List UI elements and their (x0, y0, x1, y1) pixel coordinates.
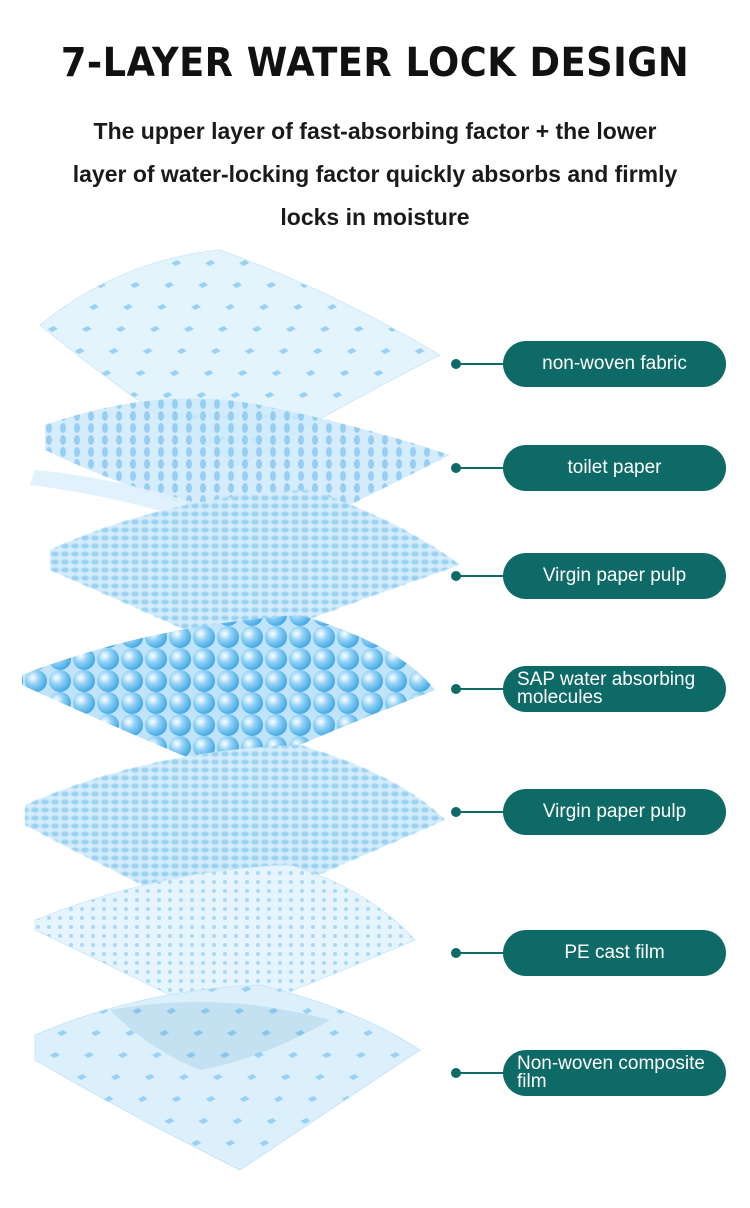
connector-4 (451, 683, 511, 695)
connector-2 (451, 462, 511, 474)
layer-pe-cast-film (34, 864, 416, 1021)
label-pe-cast-film: PE cast film (503, 930, 726, 976)
page-subtitle: The upper layer of fast-absorbing factor… (72, 118, 678, 230)
layer-virgin-paper-pulp-2 (25, 745, 445, 920)
connector-6 (451, 947, 511, 959)
layer-virgin-paper-pulp-1 (50, 490, 460, 650)
label-toilet-paper: toilet paper (503, 445, 726, 491)
label-virgin-paper-pulp-2: Virgin paper pulp (503, 789, 726, 835)
label-non-woven-fabric: non-woven fabric (503, 341, 726, 387)
connector-5 (451, 806, 511, 818)
layer-toilet-paper (30, 398, 450, 555)
label-non-woven-composite-film: Non-woven composite film (503, 1050, 726, 1096)
label-virgin-paper-pulp-1: Virgin paper pulp (503, 553, 726, 599)
layers-illustration (22, 249, 460, 1171)
layer-sap-molecules (22, 615, 435, 775)
page-title: 7-LAYER WATER LOCK DESIGN (60, 40, 690, 86)
connector-1 (451, 358, 511, 370)
connector-7 (451, 1067, 511, 1079)
layer-non-woven-composite-film (34, 984, 421, 1171)
label-sap-molecules: SAP water absorbing molecules (503, 666, 726, 712)
connector-3 (451, 570, 511, 582)
